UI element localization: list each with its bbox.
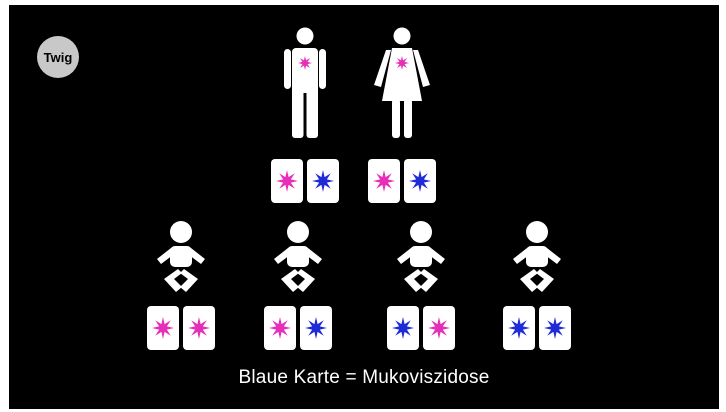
blue-star-icon [409, 170, 431, 192]
father-icon [284, 27, 326, 138]
gene-card-magenta [368, 159, 400, 203]
magenta-star-icon [269, 317, 291, 339]
magenta-star-icon [373, 170, 395, 192]
logo-text: Twig [44, 50, 73, 65]
mother-icon [374, 27, 430, 138]
child-cards-3 [387, 306, 455, 350]
child-cards-1 [147, 306, 215, 350]
gene-card-blue [503, 306, 535, 350]
baby-icon [397, 221, 445, 292]
gene-card-blue [307, 159, 339, 203]
gene-card-magenta [183, 306, 215, 350]
gene-card-blue [387, 306, 419, 350]
magenta-star-icon [152, 317, 174, 339]
gene-card-magenta [271, 159, 303, 203]
magenta-marker-icon [395, 56, 409, 70]
caption: Blaue Karte = Mukoviszidose [238, 367, 490, 388]
blue-star-icon [508, 317, 530, 339]
inheritance-diagram [147, 27, 571, 350]
baby-icon [274, 221, 322, 292]
blue-star-icon [312, 170, 334, 192]
gene-card-blue [539, 306, 571, 350]
magenta-star-icon [276, 170, 298, 192]
gene-card-blue [300, 306, 332, 350]
child-cards-2 [264, 306, 332, 350]
blue-star-icon [392, 317, 414, 339]
gene-card-blue [404, 159, 436, 203]
child-cards-4 [503, 306, 571, 350]
magenta-star-icon [428, 317, 450, 339]
blue-star-icon [544, 317, 566, 339]
blue-star-icon [305, 317, 327, 339]
gene-card-magenta [147, 306, 179, 350]
gene-card-magenta [423, 306, 455, 350]
magenta-marker-icon [298, 56, 312, 70]
twig-logo: Twig [37, 36, 79, 78]
video-frame: Twig Blaue Karte = Mukoviszidose [9, 5, 719, 409]
magenta-star-icon [188, 317, 210, 339]
gene-card-magenta [264, 306, 296, 350]
baby-icon [513, 221, 561, 292]
parent-cards-2 [368, 159, 436, 203]
baby-icon [157, 221, 205, 292]
parent-cards-1 [271, 159, 339, 203]
twig-logo-icon: Twig [44, 50, 73, 65]
